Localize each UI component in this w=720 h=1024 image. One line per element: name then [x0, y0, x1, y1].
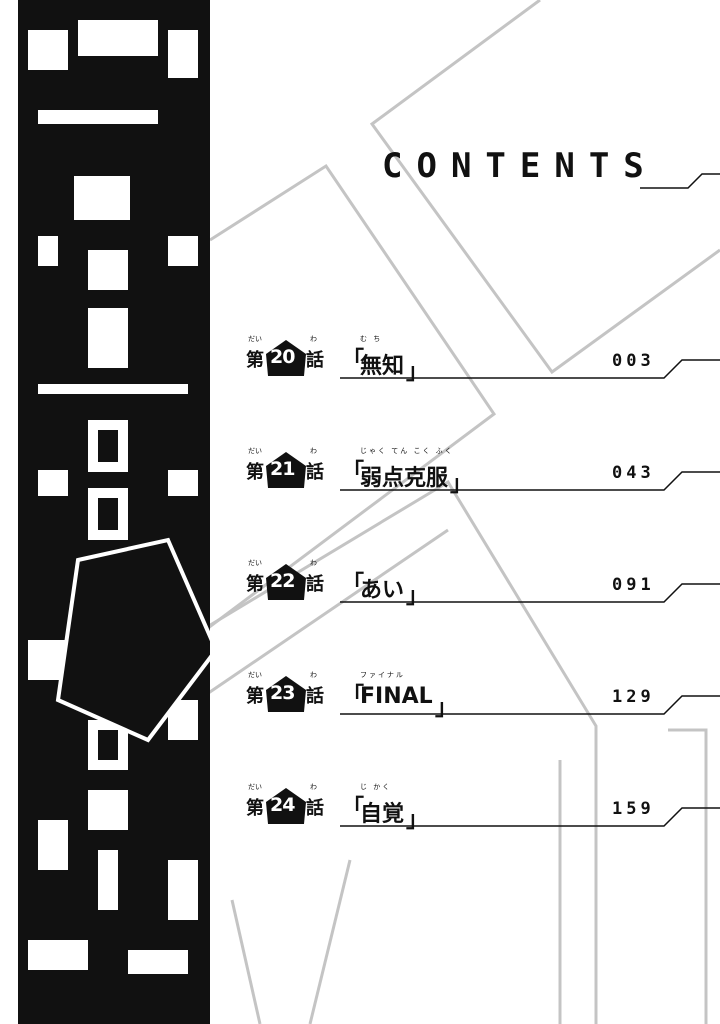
episode-title-art: [18, 0, 210, 1024]
toc-entry[interactable]: だい わ 第 20 話 「 む ち 無知 」 003: [246, 334, 720, 385]
chapter-suffix-ruby: わ: [310, 783, 317, 791]
chapter-badge-icon: [266, 564, 306, 600]
chapter-title-ruby: じ かく: [360, 783, 392, 791]
page-number: 003: [612, 351, 655, 371]
contents-title: CONTENTS: [382, 146, 658, 186]
chapter-suffix-ruby: わ: [310, 671, 317, 679]
chapter-prefix-ruby: だい: [248, 447, 262, 455]
chapter-number: 22: [270, 570, 295, 592]
chapter-suffix-ruby: わ: [310, 447, 317, 455]
toc-entry[interactable]: だい わ 第 24 話 「 じ かく 自覚 」 159: [246, 782, 720, 833]
chapter-title: 無知: [360, 354, 405, 379]
chapter-prefix: 第: [246, 350, 264, 371]
title-underline: [640, 173, 720, 189]
toc-entry[interactable]: だい わ 第 21 話 「 じゃく てん こく ふく 弱点克服 」 043: [246, 446, 720, 497]
page-number: 043: [612, 463, 655, 483]
entry-underline: [340, 583, 720, 603]
chapter-suffix-ruby: わ: [310, 559, 317, 567]
chapter-number: 20: [270, 346, 295, 368]
chapter-prefix-ruby: だい: [248, 671, 262, 679]
chapter-prefix-ruby: だい: [248, 335, 262, 343]
chapter-title-ruby: じゃく てん こく ふく: [360, 447, 454, 455]
chapter-title: FINAL: [360, 684, 433, 709]
chapter-title: 自覚: [360, 802, 405, 827]
chapter-suffix: 話: [306, 462, 324, 483]
open-bracket: 「: [342, 796, 365, 821]
open-bracket: 「: [342, 572, 365, 597]
open-bracket: 「: [342, 684, 365, 709]
page-number: 129: [612, 687, 655, 707]
entry-underline: [340, 471, 720, 491]
chapter-title: 弱点克服: [360, 466, 449, 491]
page-number: 159: [612, 799, 655, 819]
chapter-prefix-ruby: だい: [248, 559, 262, 567]
toc-entry[interactable]: だい わ 第 22 話 「 あい 」 091: [246, 558, 720, 609]
chapter-suffix: 話: [306, 798, 324, 819]
chapter-prefix: 第: [246, 686, 264, 707]
toc-entry[interactable]: だい わ 第 23 話 「 ファイナル FINAL 」 129: [246, 670, 720, 721]
chapter-suffix-ruby: わ: [310, 335, 317, 343]
chapter-number: 23: [270, 682, 295, 704]
chapter-title-ruby: ファイナル: [360, 671, 405, 679]
entry-underline: [340, 359, 720, 379]
chapter-suffix: 話: [306, 350, 324, 371]
chapter-prefix-ruby: だい: [248, 783, 262, 791]
chapter-badge-icon: [266, 340, 306, 376]
chapter-number: 21: [270, 458, 295, 480]
open-bracket: 「: [342, 460, 365, 485]
entry-underline: [340, 807, 720, 827]
chapter-badge-icon: [266, 788, 306, 824]
chapter-prefix: 第: [246, 574, 264, 595]
chapter-prefix: 第: [246, 798, 264, 819]
chapter-suffix: 話: [306, 574, 324, 595]
page-number: 091: [612, 575, 655, 595]
chapter-title: あい: [360, 578, 405, 603]
chapter-badge-icon: [266, 676, 306, 712]
chapter-number: 24: [270, 794, 295, 816]
chapter-title-ruby: む ち: [360, 335, 383, 343]
chapter-badge-icon: [266, 452, 306, 488]
open-bracket: 「: [342, 348, 365, 373]
chapter-prefix: 第: [246, 462, 264, 483]
chapter-suffix: 話: [306, 686, 324, 707]
entry-underline: [340, 695, 720, 715]
